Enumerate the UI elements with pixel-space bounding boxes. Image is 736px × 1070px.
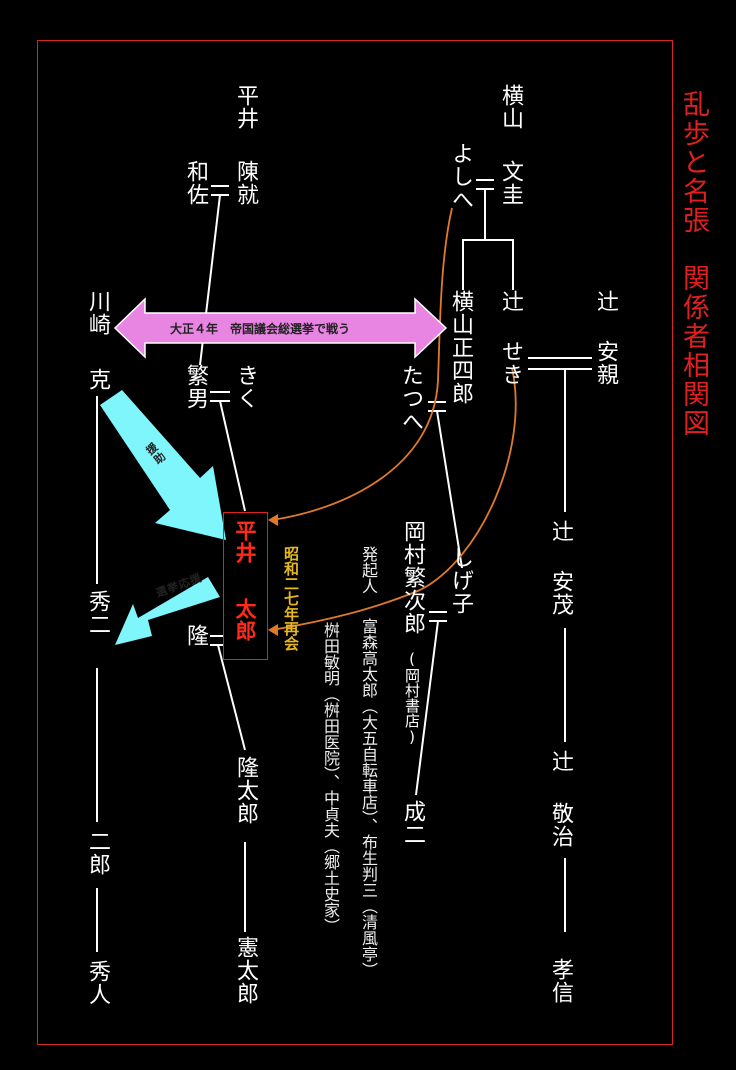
hirai-taro-given: 太郎 [233, 598, 258, 642]
person-wasa: 和佐 [183, 160, 208, 206]
person-chinju: 陳就 [233, 160, 258, 206]
person-shigeo: 繁男 [183, 364, 208, 410]
hirai-taro-box [223, 512, 268, 660]
person-takataro: 隆太郎 [233, 756, 258, 825]
person-kawasaki-surname: 川崎 [85, 290, 110, 336]
person-yasushige: 安茂 [548, 570, 573, 616]
founders-label: 発起人 [359, 546, 378, 594]
person-tsuji-surname: 辻 [498, 290, 523, 313]
hirai-taro-surname: 平井 [233, 520, 258, 564]
person-yokoyama-shoshiro: 横山正四郎 [448, 290, 473, 405]
person-shigeko: しげ子 [448, 546, 473, 615]
okamura-note: (岡村書店) [403, 650, 421, 746]
person-kentaro: 憲太郎 [233, 936, 258, 1005]
line-okamura-seiji [415, 620, 439, 796]
election-double-arrow-icon [113, 297, 448, 359]
person-tsuji-surname: 辻 [548, 520, 573, 543]
line-takashi-takataro [217, 644, 246, 751]
person-jiro: 二郎 [85, 830, 110, 876]
diagram-frame [37, 40, 673, 1045]
person-tatsue: たつへ [398, 364, 423, 433]
person-shuji: 秀二 [85, 590, 110, 636]
person-okamura: 岡村繁次郎 [400, 520, 425, 635]
person-hideto: 秀人 [85, 960, 110, 1006]
arrowhead-icon [268, 624, 278, 636]
person-hirai-surname: 平井 [233, 84, 258, 130]
line-tatsue-shigeko [436, 410, 463, 569]
person-tsuji-surname: 辻 [548, 750, 573, 773]
founders-list-2: 桝田敏明（桝田医院）、中貞夫（郷土史家） [321, 622, 340, 934]
campaign-arrow-icon [115, 577, 220, 645]
person-keiji: 敬治 [548, 802, 573, 848]
person-takashi: 隆 [183, 624, 208, 647]
person-kiku: きく [233, 364, 258, 410]
person-yoshie: よしへ [448, 142, 473, 211]
person-seki: せき [498, 340, 523, 386]
person-yasuchika: 安親 [593, 340, 618, 386]
person-tsuji-surname: 辻 [593, 290, 618, 313]
person-bunkei: 文圭 [498, 160, 523, 206]
person-yokoyama-surname: 横山 [498, 84, 523, 130]
arrowhead-icon [268, 514, 278, 526]
line-kiku-hirai [219, 400, 246, 512]
person-seiji: 成二 [400, 800, 425, 846]
curve-yoshie-hirai [271, 207, 453, 521]
page-title: 乱歩と名張 関係者相関図 [678, 90, 709, 438]
election-label: 大正４年 帝国議会総選挙で戦う [170, 322, 351, 336]
person-takanobu: 孝信 [548, 958, 573, 1004]
line-yokoyama-branch [462, 239, 514, 290]
support-arrow-icon [100, 390, 226, 540]
curve-seki-hirai [271, 367, 517, 631]
founders-list-1: 富森高太郎（大五自転車店）、布生判三（清風亭） [359, 618, 378, 978]
person-katsu: 克 [85, 368, 110, 391]
reunion-note: 昭和二七年再会 [282, 546, 300, 651]
